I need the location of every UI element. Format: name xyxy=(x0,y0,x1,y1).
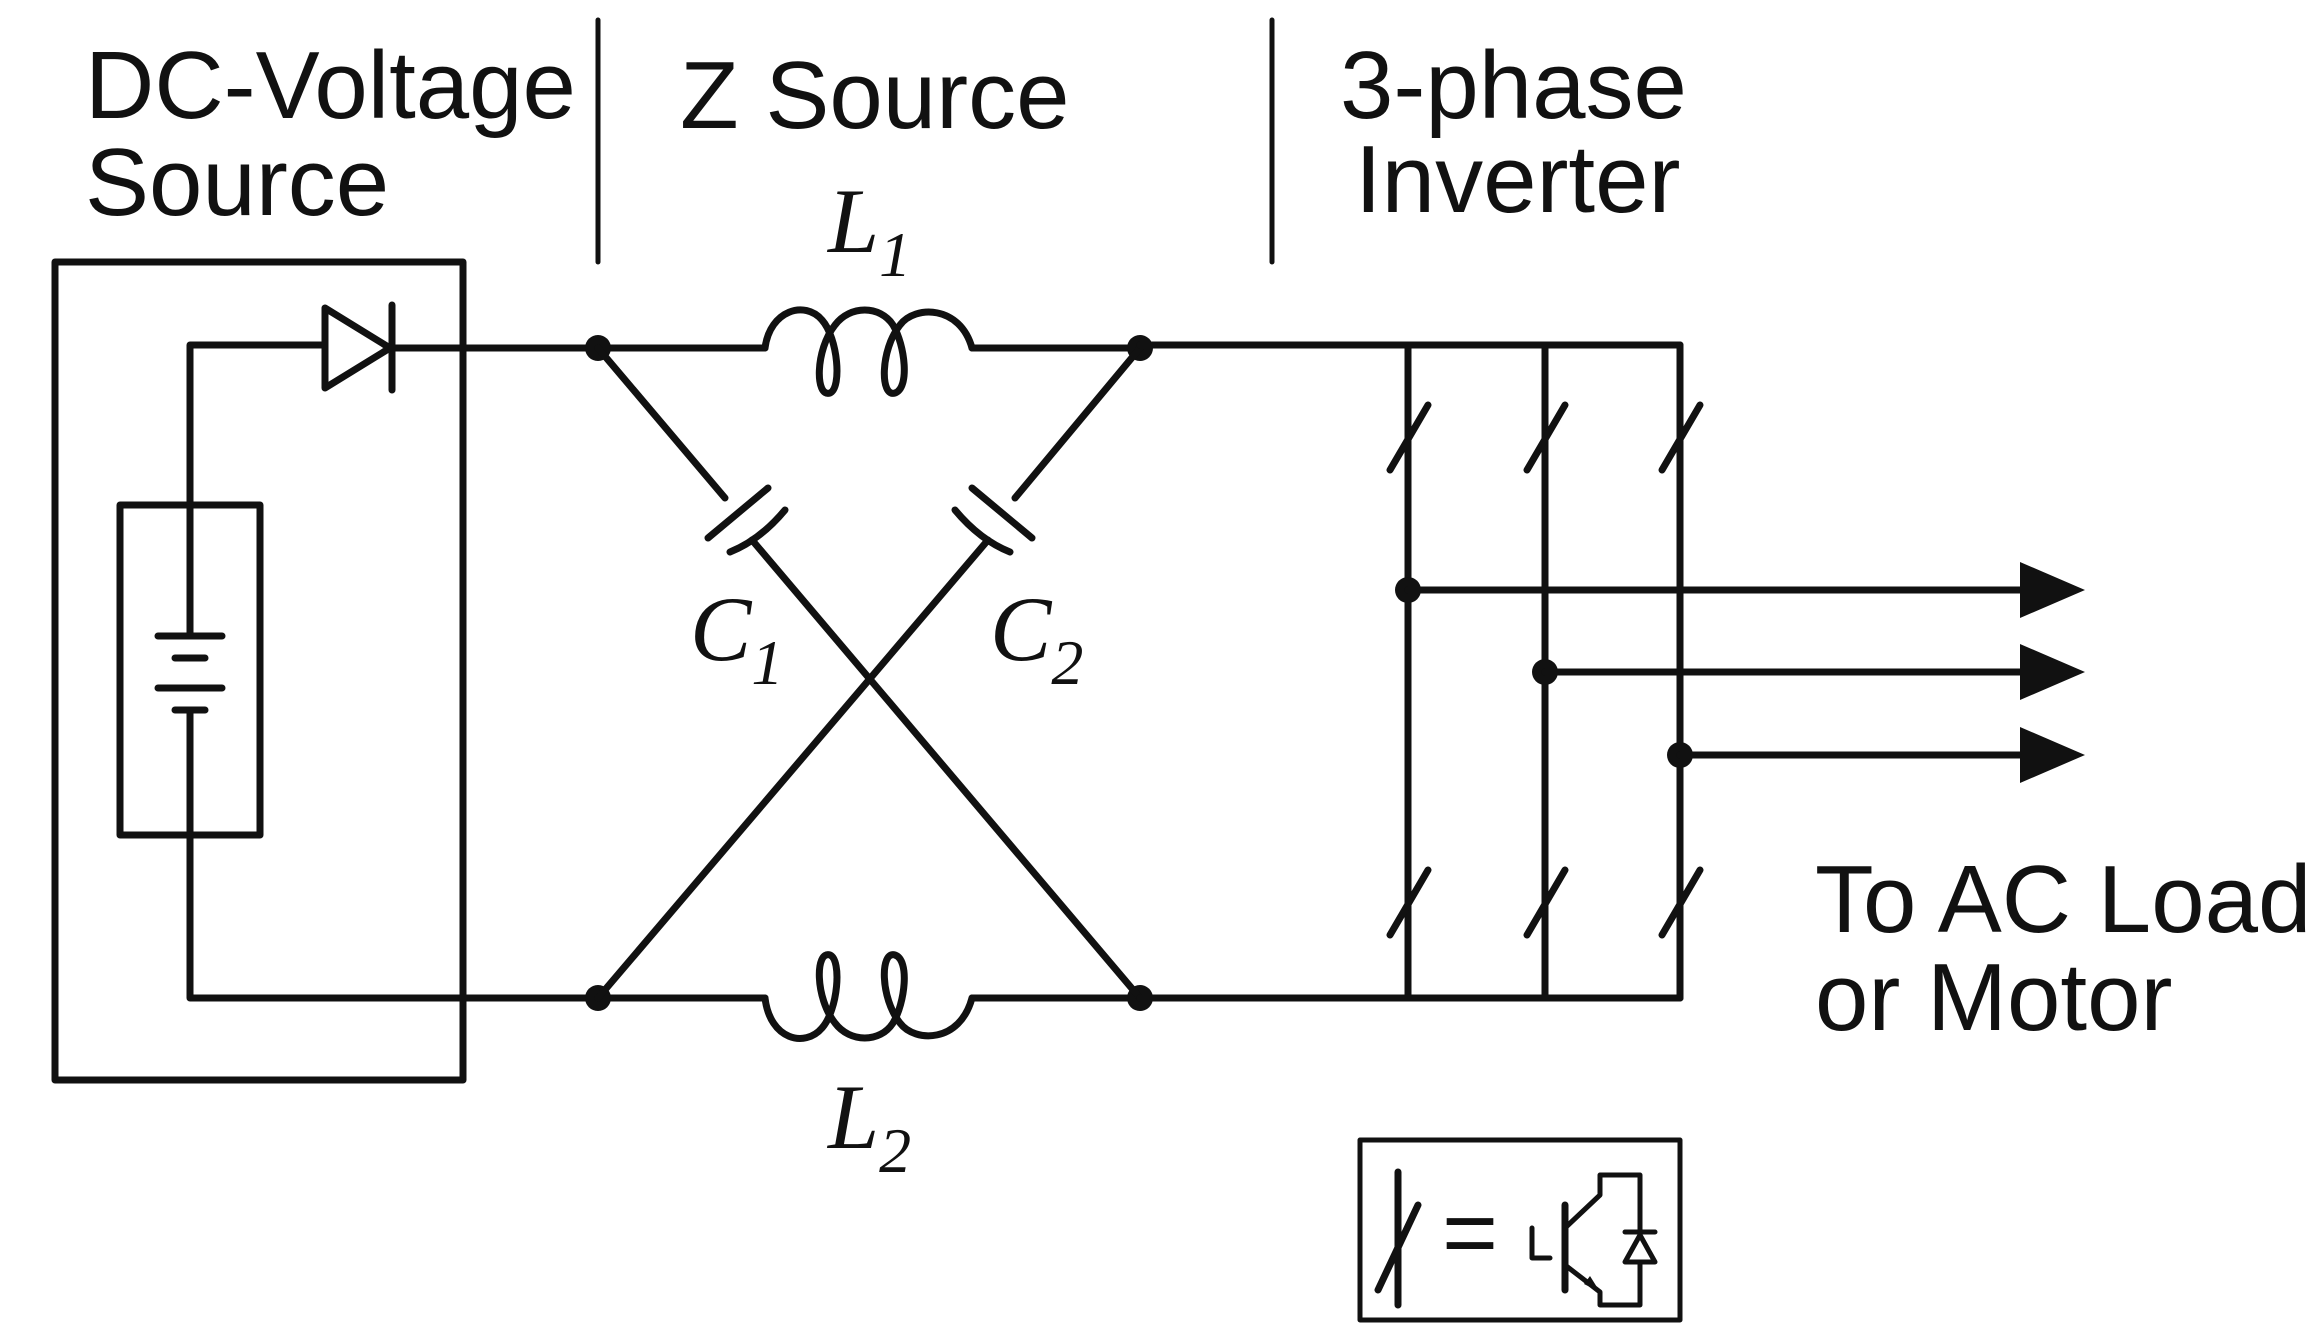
switch-c-upper-icon xyxy=(1658,401,1704,474)
svg-text:L2: L2 xyxy=(826,1066,911,1186)
label-l1: L1 xyxy=(826,170,911,290)
inverter-title-line2: Inverter xyxy=(1355,126,1680,233)
switch-c-lower-icon xyxy=(1658,866,1704,939)
igbt-diode-icon xyxy=(1529,1172,1658,1308)
capacitor-c2 xyxy=(951,484,1036,556)
c1-wire-lower xyxy=(748,536,1144,1002)
switch-a-lower-icon xyxy=(1386,866,1432,939)
c2-wire-upper xyxy=(1011,344,1144,502)
svg-text:C1: C1 xyxy=(690,578,783,698)
c2-wire-lower xyxy=(594,536,992,1002)
switch-b-upper-icon xyxy=(1523,401,1569,474)
inductor-l1 xyxy=(761,306,976,397)
label-c2: C2 xyxy=(990,578,1083,698)
switch-a-upper-icon xyxy=(1386,401,1432,474)
battery-icon xyxy=(154,501,226,839)
dc-source-title-line2: Source xyxy=(85,129,389,236)
dc-source-top-wire xyxy=(186,341,329,509)
legend-box xyxy=(1357,1137,1683,1323)
z-source-title: Z Source xyxy=(680,42,1069,149)
dc-source-bottom-wire xyxy=(186,831,602,1002)
output-label-line1: To AC Load xyxy=(1815,846,2306,953)
dc-source-title-line1: DC-Voltage xyxy=(85,32,576,139)
output-label-line2: or Motor xyxy=(1815,944,2172,1051)
svg-text:L1: L1 xyxy=(826,170,911,290)
label-l2: L2 xyxy=(826,1066,911,1186)
switch-b-lower-icon xyxy=(1523,866,1569,939)
dc-source-box xyxy=(51,258,467,1084)
label-c1: C1 xyxy=(690,578,783,698)
diode-symbol xyxy=(321,301,396,394)
capacitor-c1 xyxy=(704,484,789,556)
legend-equals: = xyxy=(1442,1179,1498,1286)
inductor-l2 xyxy=(761,951,976,1042)
svg-text:C2: C2 xyxy=(990,578,1083,698)
output-phase-b-arrow-icon xyxy=(2020,644,2085,700)
output-phase-c-arrow-icon xyxy=(2020,727,2085,783)
inverter-title-line1: 3-phase xyxy=(1340,32,1687,139)
c1-wire-upper xyxy=(594,344,729,502)
output-phase-a-arrow-icon xyxy=(2020,562,2085,618)
